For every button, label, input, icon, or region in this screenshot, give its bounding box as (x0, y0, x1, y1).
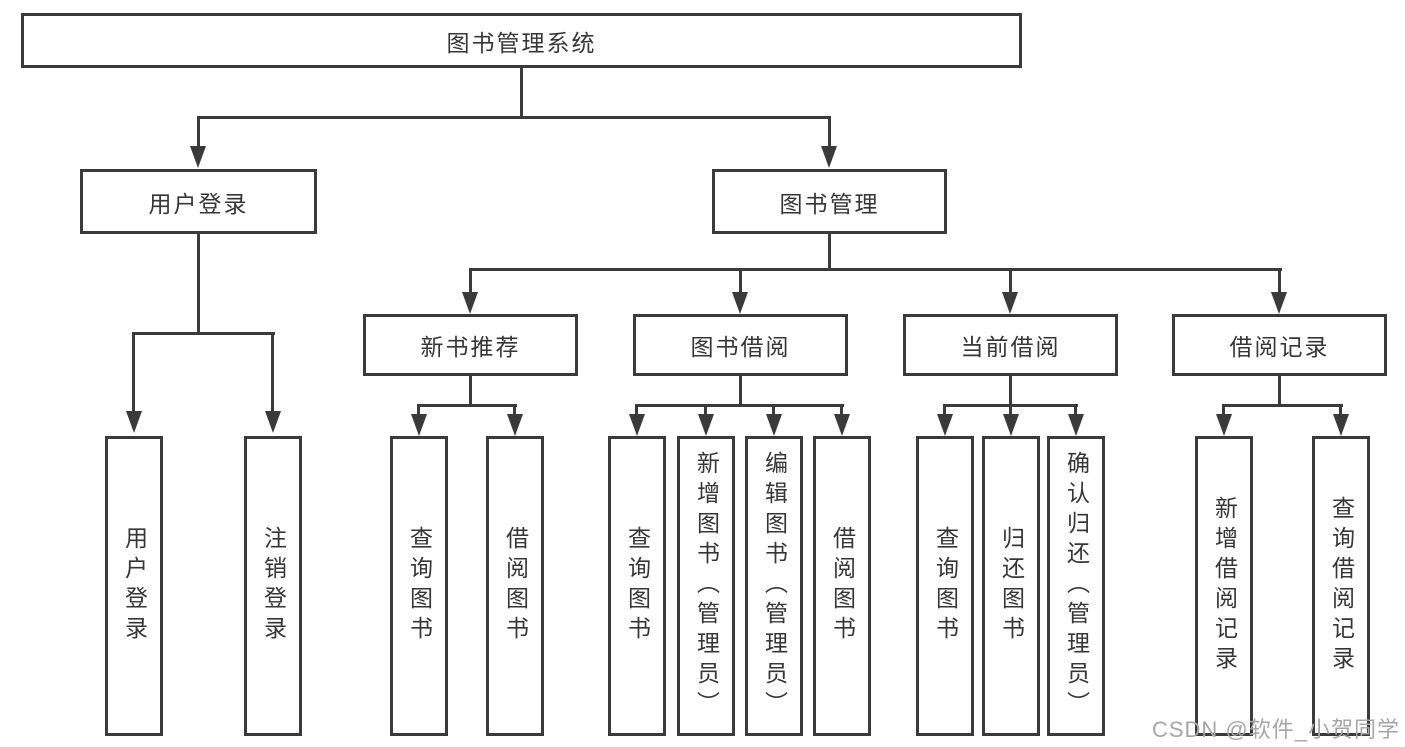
node-leaf-logout: 注销登录 (244, 436, 302, 736)
connector-new-book-shaft (469, 268, 472, 294)
node-leaf-return-books: 归还图书 (982, 436, 1040, 736)
connector-borrowing-down (739, 376, 742, 406)
connector-g4c-shaft (1074, 404, 1077, 415)
connector-logout-shaft (271, 332, 274, 412)
node-leaf-add-borrow-record: 新增借阅记录 (1195, 436, 1253, 736)
node-leaf-query-books-3: 查询图书 (916, 436, 974, 736)
connector-login-shaft (132, 332, 135, 412)
arrow-down-g4-return (1003, 414, 1019, 436)
connector-current-shaft (1009, 268, 1012, 294)
watermark: CSDN @软件_小贺同学 (1151, 717, 1400, 742)
connector-group5-split (1222, 404, 1343, 407)
arrow-down-book-mgmt (821, 146, 837, 168)
node-leaf-borrow-books-1: 借阅图书 (486, 436, 544, 736)
connector-group2-split (417, 404, 517, 407)
arrow-down-g5-add (1216, 414, 1232, 436)
node-leaf-query-books-2: 查询图书 (608, 436, 666, 736)
arrow-down-login (126, 411, 142, 433)
node-leaf-borrow-books-2: 借阅图书 (813, 436, 871, 736)
arrow-down-g4-confirm (1068, 414, 1084, 436)
node-leaf-query-borrow-record: 查询借阅记录 (1312, 436, 1370, 736)
node-current-borrowing: 当前借阅 (903, 314, 1118, 376)
connector-g4a-shaft (943, 404, 946, 415)
connector-g5a-shaft (1222, 404, 1225, 415)
node-root: 图书管理系统 (21, 13, 1022, 68)
arrow-down-records (1271, 292, 1287, 314)
connector-user-login-shaft (197, 116, 200, 147)
node-leaf-edit-books-admin: 编辑图书（管理员） (745, 436, 803, 736)
node-borrow-records: 借阅记录 (1172, 314, 1387, 376)
connector-borrowing-shaft (739, 268, 742, 294)
connector-records-down (1278, 376, 1281, 406)
arrow-down-new-book (462, 292, 478, 314)
node-leaf-confirm-return-admin: 确认归还（管理员） (1047, 436, 1105, 736)
arrow-down-g2-borrow (507, 414, 523, 436)
connector-current-down (1009, 376, 1012, 406)
node-leaf-add-books-admin: 新增图书（管理员） (677, 436, 735, 736)
arrow-down-g3-query (629, 414, 645, 436)
arrow-down-g5-query (1333, 414, 1349, 436)
connector-g2b-shaft (513, 404, 516, 415)
connector-g3c-shaft (772, 404, 775, 415)
connector-g5b-shaft (1339, 404, 1342, 415)
arrow-down-user-login (190, 146, 206, 168)
connector-book-mgmt-shaft (828, 116, 831, 147)
connector-g3b-shaft (704, 404, 707, 415)
connector-group1-split (132, 332, 275, 335)
node-new-book-recommend: 新书推荐 (363, 314, 578, 376)
arrow-down-current (1002, 292, 1018, 314)
arrow-down-g2-query (411, 414, 427, 436)
node-book-management: 图书管理 (712, 169, 947, 234)
connector-user-login-down (197, 234, 200, 333)
node-user-login: 用户登录 (80, 169, 317, 234)
node-leaf-query-books-1: 查询图书 (390, 436, 448, 736)
connector-root-down (520, 68, 523, 118)
node-book-borrowing: 图书借阅 (633, 314, 848, 376)
node-leaf-login: 用户登录 (105, 436, 163, 736)
connector-g2a-shaft (417, 404, 420, 415)
arrow-down-borrowing (732, 292, 748, 314)
connector-g3a-shaft (635, 404, 638, 415)
arrow-down-logout (265, 411, 281, 433)
arrow-down-g3-borrow (834, 414, 850, 436)
connector-book-mgmt-down (828, 234, 831, 269)
connector-g4b-shaft (1009, 404, 1012, 415)
arrow-down-g3-add (698, 414, 714, 436)
connector-level2-split (469, 268, 1282, 271)
connector-group3-split (635, 404, 844, 407)
connector-new-book-down (469, 376, 472, 406)
arrow-down-g3-edit (766, 414, 782, 436)
connector-g3d-shaft (840, 404, 843, 415)
connector-records-shaft (1278, 268, 1281, 294)
arrow-down-g4-query (937, 414, 953, 436)
connector-level1-split (197, 116, 831, 119)
